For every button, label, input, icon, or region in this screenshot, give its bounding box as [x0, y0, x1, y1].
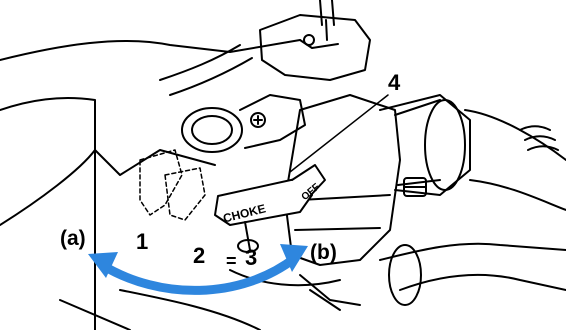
callout-1: 1 [136, 229, 149, 254]
callout-4-leader [289, 94, 389, 173]
carb-top [259, 14, 371, 81]
callout-equals: = [226, 251, 237, 271]
intake-pipe [379, 94, 471, 196]
callout-b: (b) [310, 241, 337, 264]
frame-outline [0, 39, 301, 61]
lever-position-1 [139, 149, 183, 216]
top-tube [319, 0, 335, 26]
lever-position-2 [164, 167, 206, 221]
carb-body [284, 94, 401, 266]
callout-2: 2 [193, 243, 206, 268]
frame-left [0, 149, 216, 226]
callout-4: 4 [388, 70, 401, 95]
fuel-hose [159, 44, 253, 96]
spring-hose [519, 125, 559, 151]
callout-a: (a) [60, 227, 86, 250]
callout-3: 3 [245, 245, 258, 270]
diaphragm-cap [181, 107, 243, 153]
direction-arrow [88, 244, 308, 295]
